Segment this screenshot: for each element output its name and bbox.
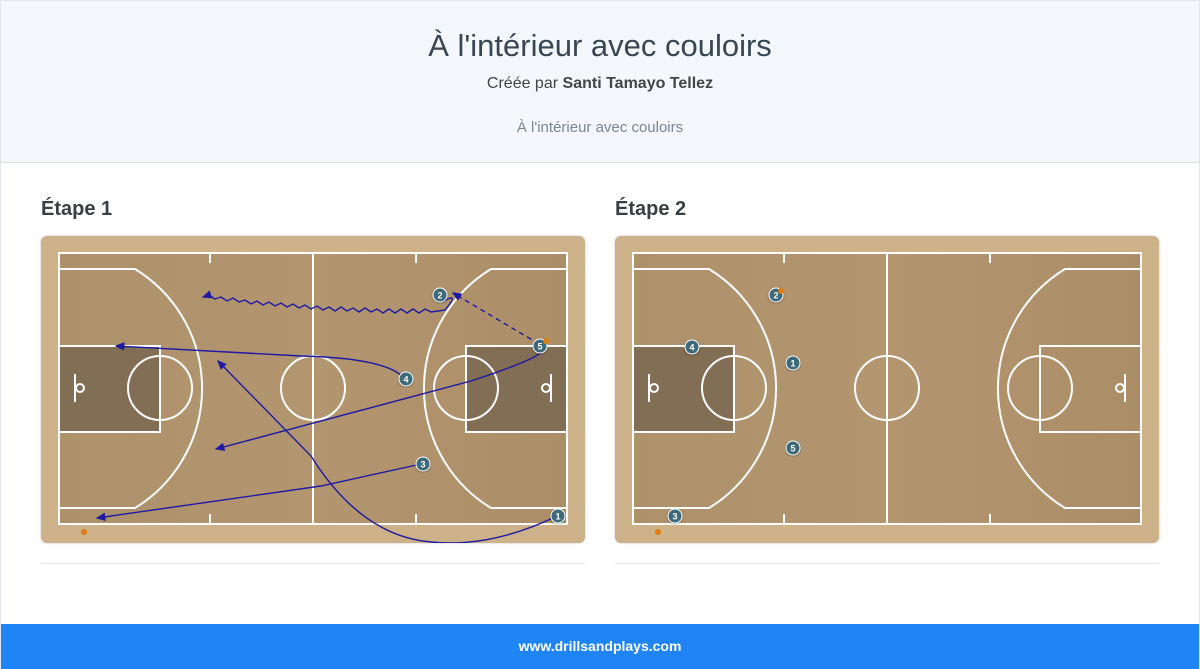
player-5[interactable]: 5 — [785, 440, 801, 456]
player-4[interactable]: 4 — [684, 339, 700, 355]
ball-icon — [81, 529, 87, 535]
player-4-label: 4 — [689, 343, 694, 353]
step-1-divider — [41, 563, 585, 564]
players-1: 1 2 3 4 5 — [398, 287, 566, 524]
player-3[interactable]: 3 — [415, 456, 431, 472]
dribble-line-2 — [201, 290, 446, 314]
ball-icon — [543, 338, 549, 344]
court-diagram-2: 1 2 3 4 5 — [615, 236, 1159, 543]
page-header: À l'intérieur avec couloirs Créée par Sa… — [1, 1, 1199, 163]
player-5-label: 5 — [790, 444, 795, 454]
player-3-label: 3 — [672, 512, 677, 522]
step-1-heading: Étape 1 — [41, 198, 113, 220]
player-2-label: 2 — [437, 291, 442, 301]
court-diagram-1: 1 2 3 4 5 — [41, 236, 585, 543]
player-1-label: 1 — [555, 512, 560, 522]
pass-line-5-2 — [451, 292, 540, 345]
ball-icon — [655, 529, 661, 535]
page-footer: www.drillsandplays.com — [1, 624, 1199, 669]
court-lines — [58, 252, 568, 525]
drill-description: À l'intérieur avec couloirs — [516, 119, 684, 136]
author-prefix: Créée par — [486, 75, 559, 92]
step-2-heading: Étape 2 — [615, 198, 687, 220]
footer-site-link[interactable]: www.drillsandplays.com — [518, 638, 682, 654]
player-3-label: 3 — [420, 460, 425, 470]
court-lines — [632, 252, 1142, 525]
page-title: À l'intérieur avec couloirs — [428, 28, 772, 63]
cut-line-4 — [114, 342, 405, 379]
author-name: Santi Tamayo Tellez — [562, 75, 714, 92]
cut-line-1 — [217, 359, 558, 543]
step-2-court: 1 2 3 4 5 — [615, 236, 1159, 543]
player-4-label: 4 — [403, 375, 408, 385]
player-1[interactable]: 1 — [785, 355, 801, 371]
player-1-label: 1 — [790, 359, 795, 369]
step-2-divider — [615, 563, 1159, 564]
player-5-label: 5 — [537, 342, 542, 352]
step-1: Étape 1 — [41, 198, 585, 564]
player-4[interactable]: 4 — [398, 371, 414, 387]
ball-icon — [778, 288, 784, 294]
player-2[interactable]: 2 — [432, 287, 448, 303]
step-1-court: 1 2 3 4 5 — [41, 236, 585, 543]
player-3[interactable]: 3 — [667, 508, 683, 524]
cut-line-3 — [95, 463, 422, 521]
player-2-label: 2 — [773, 291, 778, 301]
step-2: Étape 2 — [615, 198, 1159, 564]
player-1[interactable]: 1 — [550, 508, 566, 524]
players-2: 1 2 3 4 5 — [667, 287, 801, 524]
author-line: Créée par Santi Tamayo Tellez — [1, 75, 1199, 93]
